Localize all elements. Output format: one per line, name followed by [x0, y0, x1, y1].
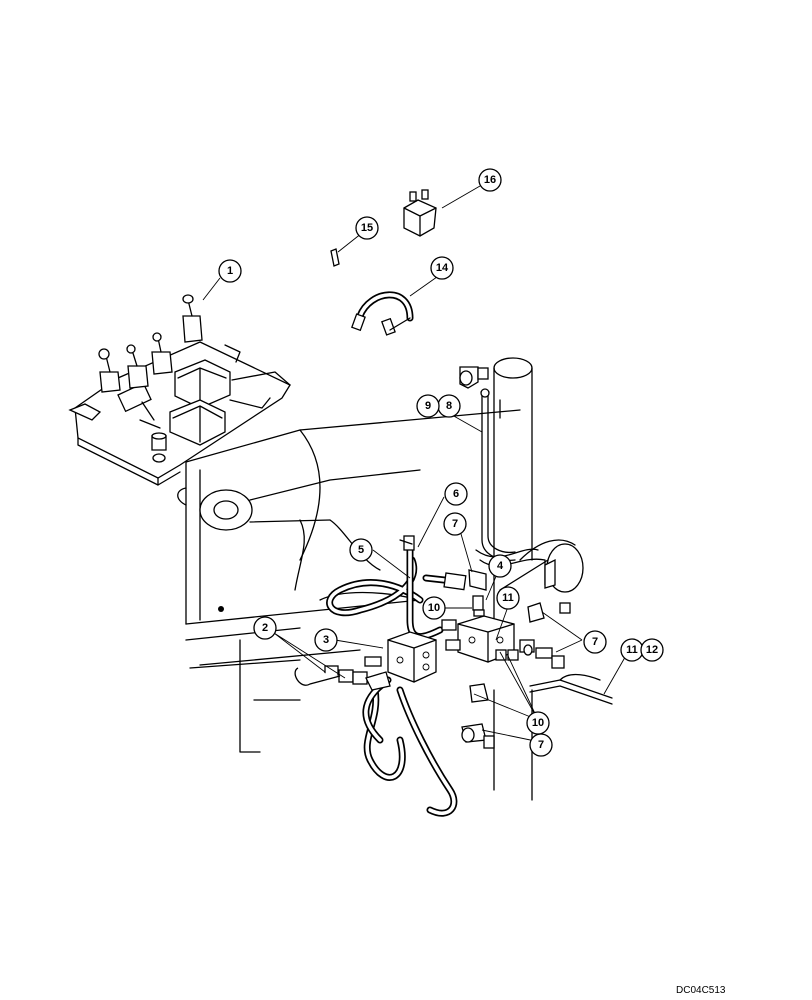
callout-15: 15 [355, 216, 379, 240]
callout-2: 2 [253, 616, 277, 640]
elbow-fitting [459, 366, 489, 389]
callout-1: 1 [218, 259, 242, 283]
callout-7b: 7 [583, 630, 607, 654]
svg-text:15: 15 [361, 222, 373, 234]
callout-16: 16 [478, 168, 502, 192]
switch-housing [174, 359, 231, 409]
svg-text:11: 11 [502, 592, 514, 604]
callout-12: 12 [640, 638, 664, 662]
valve-block-3 [387, 631, 437, 683]
callout-10b: 10 [526, 711, 550, 735]
callout-4: 4 [488, 554, 512, 578]
svg-text:6: 6 [453, 488, 459, 500]
callouts: 1 2 3 4 5 6 7 7 7 8 9 10 10 11 11 12 14 … [218, 168, 664, 757]
svg-text:2: 2 [262, 622, 268, 634]
svg-text:4: 4 [497, 560, 504, 572]
svg-text:9: 9 [425, 400, 431, 412]
tube-8-9 [399, 539, 413, 545]
svg-text:12: 12 [646, 644, 658, 656]
callout-11a: 11 [496, 586, 520, 610]
callout-3: 3 [314, 628, 338, 652]
callout-10a: 10 [422, 596, 446, 620]
vertical-post [475, 357, 546, 801]
toggle-switch [182, 315, 203, 343]
callout-7a: 7 [443, 512, 467, 536]
hose-assembly [326, 535, 467, 817]
fittings [294, 558, 571, 749]
svg-text:8: 8 [446, 400, 452, 412]
svg-text:11: 11 [626, 644, 638, 656]
control-panel [68, 294, 291, 486]
svg-text:7: 7 [538, 739, 544, 751]
svg-text:10: 10 [428, 602, 440, 614]
callout-11b: 11 [620, 638, 644, 662]
svg-text:1: 1 [227, 265, 233, 277]
part-14-cable [351, 291, 414, 336]
machine-frame [177, 409, 584, 753]
svg-text:5: 5 [358, 544, 364, 556]
callout-9: 9 [416, 394, 440, 418]
part-15-pin [330, 248, 340, 267]
tube-11-12 [529, 673, 613, 705]
callout-5: 5 [349, 538, 373, 562]
svg-text:7: 7 [592, 636, 598, 648]
callout-8: 8 [437, 394, 461, 418]
callout-7c: 7 [529, 733, 553, 757]
callout-14: 14 [430, 256, 454, 280]
svg-text:7: 7 [452, 518, 458, 530]
svg-text:3: 3 [323, 634, 329, 646]
svg-text:14: 14 [436, 262, 449, 274]
svg-text:10: 10 [532, 717, 544, 729]
part-16-connector [403, 189, 437, 237]
callout-6: 6 [444, 482, 468, 506]
drawing-code: DC04C513 [676, 985, 726, 996]
svg-text:16: 16 [484, 174, 496, 186]
